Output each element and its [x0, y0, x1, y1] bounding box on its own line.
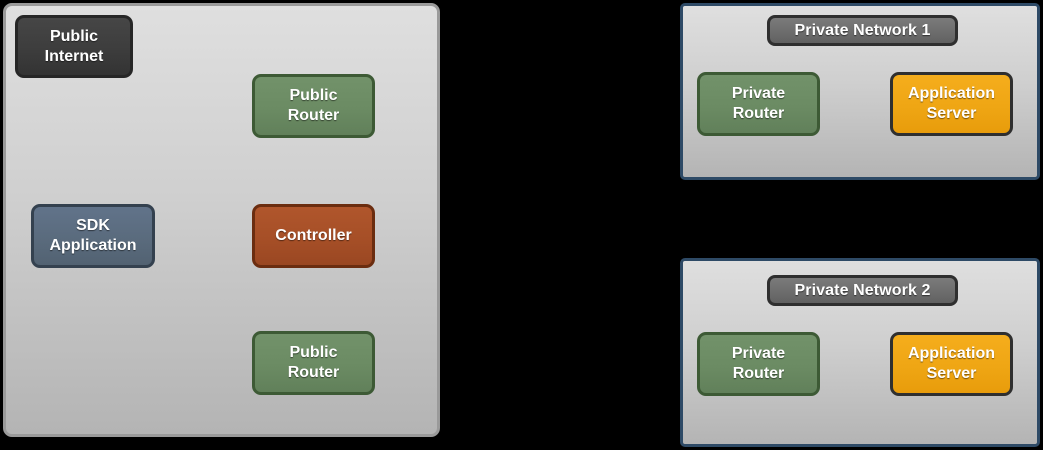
- node-label-line1: Public: [289, 87, 338, 104]
- private-network-1-title: Private Network 1: [767, 15, 958, 46]
- node-label-line1: Private: [731, 85, 786, 102]
- node-controller[interactable]: Controller: [252, 204, 375, 268]
- private-network-1-panel: Private Network 1 Private Router Applica…: [680, 3, 1040, 180]
- node-private-router-2[interactable]: Private Router: [697, 332, 820, 396]
- node-label-line2: Application: [49, 237, 137, 254]
- node-label-line1: Controller: [275, 227, 352, 244]
- private-network-2-panel: Private Network 2 Private Router Applica…: [680, 258, 1040, 447]
- node-label-line2: Router: [732, 105, 785, 122]
- node-label-line2: Server: [926, 365, 977, 382]
- node-application-server-2[interactable]: Application Server: [890, 332, 1013, 396]
- node-label-line1: SDK: [76, 217, 110, 234]
- node-label-line1: Public: [49, 27, 98, 45]
- node-sdk-application[interactable]: SDK Application: [31, 204, 155, 268]
- node-label-line1: Application: [907, 85, 996, 102]
- node-label-line1: Private: [731, 345, 786, 362]
- node-label-line1: Public: [289, 344, 338, 361]
- node-public-router-bottom[interactable]: Public Router: [252, 331, 375, 395]
- node-private-router-1[interactable]: Private Router: [697, 72, 820, 136]
- node-label-line2: Router: [287, 364, 340, 381]
- node-label-line2: Internet: [44, 47, 104, 65]
- node-public-internet[interactable]: Public Internet: [15, 15, 133, 78]
- node-label-line2: Router: [732, 365, 785, 382]
- node-label-line1: Application: [907, 345, 996, 362]
- node-label-line2: Router: [287, 107, 340, 124]
- node-label-line2: Server: [926, 105, 977, 122]
- node-public-router-top[interactable]: Public Router: [252, 74, 375, 138]
- node-application-server-1[interactable]: Application Server: [890, 72, 1013, 136]
- public-zone-panel: Public Internet Public Router SDK Applic…: [3, 3, 440, 437]
- private-network-2-title: Private Network 2: [767, 275, 958, 306]
